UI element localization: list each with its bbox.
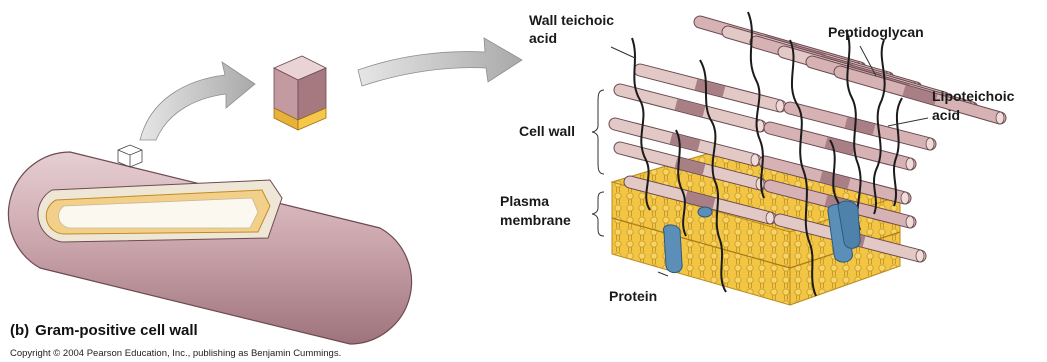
bacterium-rod — [8, 145, 411, 344]
figure-caption: (b) Gram-positive cell wall — [10, 322, 198, 339]
protein-icon — [698, 207, 712, 217]
label-plasma-membrane-line2: membrane — [500, 212, 571, 228]
wall-section-cube — [274, 56, 326, 130]
label-lipoteichoic-acid-line2: acid — [932, 107, 960, 123]
label-wall-teichoic-acid-line1: Wall teichoic — [529, 12, 614, 28]
copyright-notice: Copyright © 2004 Pearson Education, Inc.… — [10, 348, 341, 359]
sample-cube-marker — [118, 145, 142, 167]
zoom-arrow-2 — [358, 38, 522, 86]
label-plasma-membrane-line1: Plasma — [500, 193, 549, 209]
protein-icon — [663, 225, 682, 273]
label-cell-wall: Cell wall — [519, 123, 575, 139]
membrane-bracket — [592, 192, 604, 236]
label-protein: Protein — [609, 288, 657, 304]
zoom-arrow-1 — [140, 62, 255, 140]
label-wall-teichoic-acid-line2: acid — [529, 30, 557, 46]
label-peptidoglycan: Peptidoglycan — [828, 24, 924, 40]
caption-title: Gram-positive cell wall — [35, 322, 198, 339]
label-lipoteichoic-acid-line1: Lipoteichoic — [932, 88, 1015, 104]
caption-panel-letter: (b) — [10, 322, 29, 339]
cell-wall-bracket — [592, 90, 604, 174]
